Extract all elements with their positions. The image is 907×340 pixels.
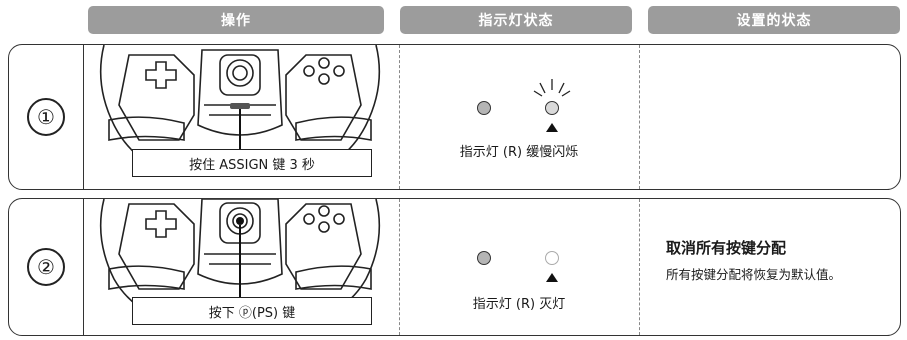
step-number-2: ② xyxy=(9,199,84,335)
controller-illustration-2: 按下 ⓟ(PS) 键 xyxy=(84,199,396,335)
step-row-2: ② 按下 ⓟ(PS) xyxy=(8,198,901,336)
state-description: 所有按键分配将恢复为默认值。 xyxy=(666,267,842,282)
led-right-off-icon xyxy=(545,251,559,265)
indicator-label-2: 指示灯 (R) 灭灯 xyxy=(472,297,566,312)
operation-caption-2: 按下 ⓟ(PS) 键 xyxy=(132,297,372,325)
led-left-icon xyxy=(477,251,491,265)
operation-caption-1: 按住 ASSIGN 键 3 秒 xyxy=(132,149,372,177)
header-indicator: 指示灯状态 xyxy=(400,6,632,34)
divider xyxy=(399,45,400,189)
state-title: 取消所有按键分配 xyxy=(666,239,787,257)
header-operation: 操作 xyxy=(88,6,384,34)
pointer-triangle-icon xyxy=(546,123,558,132)
header-state: 设置的状态 xyxy=(648,6,900,34)
step-row-1: ① 按住 ASSIGN xyxy=(8,44,901,190)
divider xyxy=(639,199,640,335)
divider xyxy=(399,199,400,335)
led-right-blinking-icon xyxy=(545,101,559,115)
blink-rays-icon xyxy=(533,79,571,97)
state-panel-2: 取消所有按键分配 所有按键分配将恢复为默认值。 xyxy=(666,237,841,283)
controller-illustration-1: 按住 ASSIGN 键 3 秒 xyxy=(84,45,396,189)
indicator-panel-2: 指示灯 (R) 灭灯 xyxy=(399,199,639,335)
step-number-1: ① xyxy=(9,45,84,189)
pointer-triangle-icon xyxy=(546,273,558,282)
indicator-label-1: 指示灯 (R) 缓慢闪烁 xyxy=(459,145,579,160)
divider xyxy=(639,45,640,189)
indicator-panel-1: 指示灯 (R) 缓慢闪烁 xyxy=(399,45,639,189)
led-left-icon xyxy=(477,101,491,115)
